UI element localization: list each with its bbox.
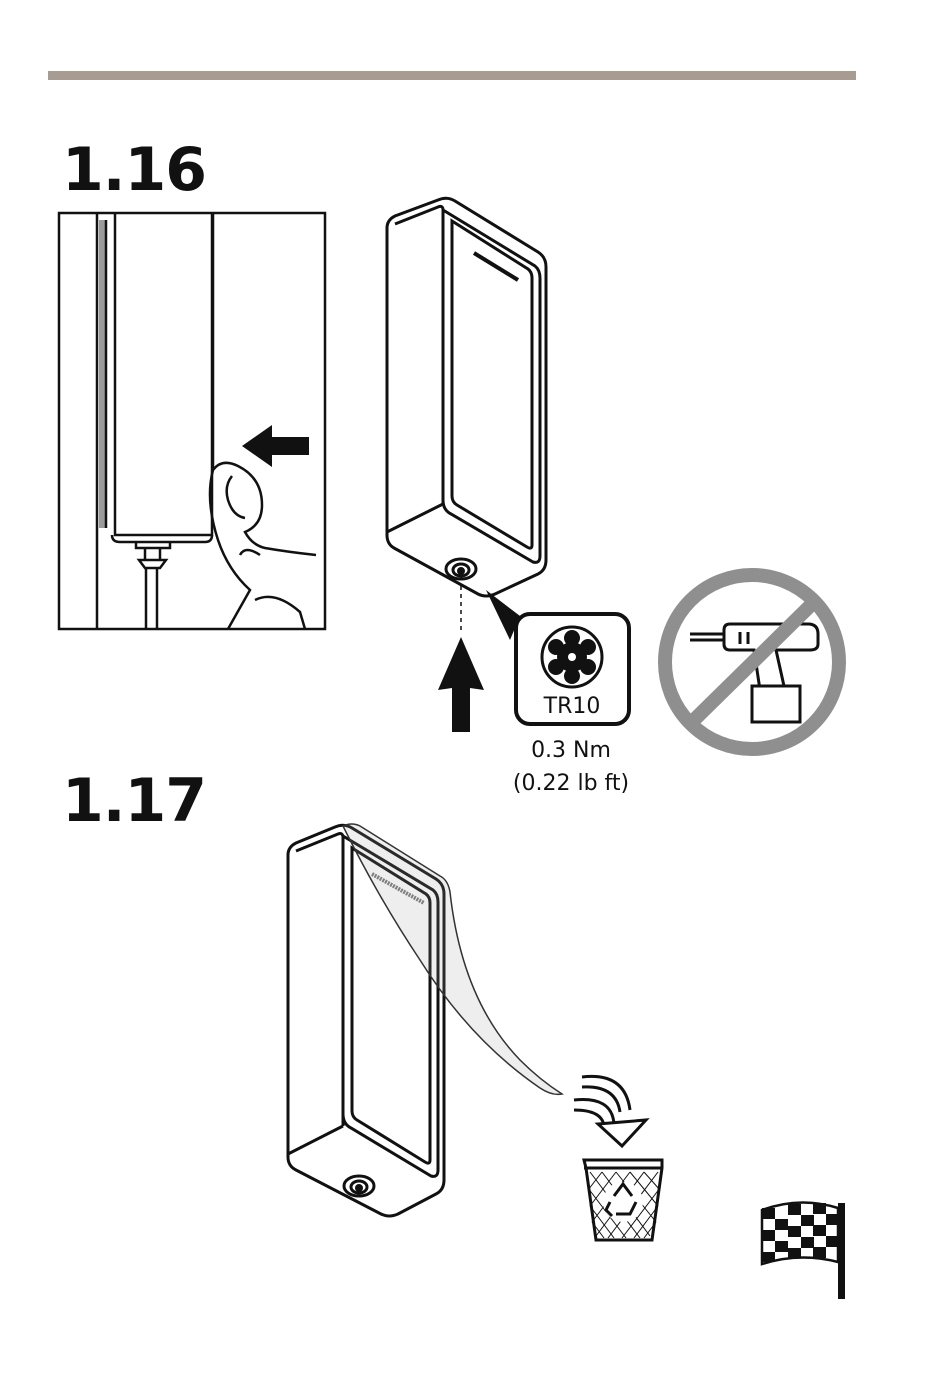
closeup-panel [59,213,325,629]
torx-size-label: TR10 [522,696,622,718]
torque-imperial: (0.22 lb ft) [491,773,651,795]
recycle-bin-icon [584,1160,662,1240]
torque-metric: 0.3 Nm [491,740,651,762]
discard-arrow-icon [574,1076,646,1146]
finish-flag-icon [762,1202,845,1299]
no-power-drill-icon [665,575,839,749]
device-perspective [387,198,546,596]
up-arrow-icon [438,637,484,732]
